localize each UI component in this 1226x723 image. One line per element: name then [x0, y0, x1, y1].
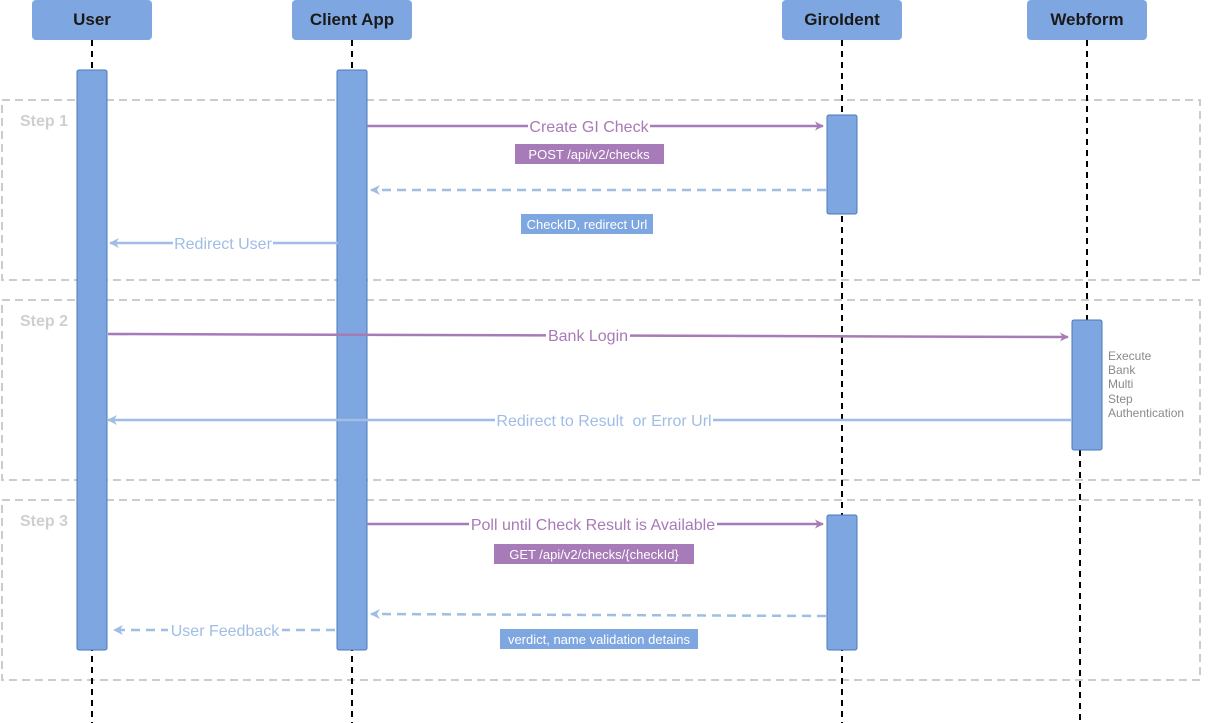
user-activation[interactable] — [76, 69, 108, 651]
note-line-1: Execute — [1108, 349, 1152, 363]
participant-user[interactable] — [32, 0, 152, 40]
step-frames: Step 1 Step 2 Step 3 — [1, 99, 1201, 681]
note-line-2: Bank — [1108, 363, 1136, 377]
messages: Create GI Check POST /api/v2/checks Chec… — [107, 116, 1071, 649]
giroident-activation-1[interactable] — [826, 114, 858, 215]
verdict-return-arrow[interactable] — [370, 609, 827, 620]
note-line-3: Multi — [1108, 377, 1133, 391]
step-1-frame — [1, 99, 1201, 281]
poll-check-label: Poll until Check Result is Available — [471, 517, 715, 534]
redirect-result-label-bg — [495, 410, 713, 430]
participant-client-app[interactable] — [292, 0, 412, 40]
poll-check-label-bg — [469, 514, 717, 534]
checkid-return-tag-bg — [521, 214, 653, 234]
participant-user-label: User — [73, 10, 111, 29]
webform-note: Execute Bank Multi Step Authentication — [1108, 349, 1184, 420]
redirect-user-label-bg — [173, 233, 273, 253]
step-3-label: Step 3 — [20, 513, 68, 530]
step-3-frame — [1, 499, 1201, 681]
create-gi-check-tag: POST /api/v2/checks — [528, 147, 650, 162]
step-2-frame — [1, 299, 1201, 481]
participant-giroident-label: GiroIdent — [804, 10, 880, 29]
redirect-result-label: Redirect to Result or Error Url — [496, 413, 711, 430]
user-feedback-label-bg — [168, 620, 282, 640]
note-line-4: Step — [1108, 392, 1133, 406]
client-app-activation[interactable] — [336, 69, 368, 651]
participant-giroident[interactable] — [782, 0, 902, 40]
create-gi-check-label-bg — [528, 116, 650, 136]
participants: User Client App GiroIdent Webform — [32, 0, 1147, 40]
checkid-return-tag: CheckID, redirect Url — [527, 217, 648, 232]
poll-check-tag-bg — [494, 544, 694, 564]
activations — [76, 69, 1103, 651]
participant-client-app-label: Client App — [310, 10, 394, 29]
create-gi-check-tag-bg — [515, 144, 664, 164]
participant-webform-label: Webform — [1050, 10, 1123, 29]
participant-webform[interactable] — [1027, 0, 1147, 40]
step-2-label: Step 2 — [20, 313, 68, 330]
giroident-activation-2[interactable] — [826, 514, 858, 651]
verdict-return-tag-bg — [500, 629, 698, 649]
webform-activation[interactable] — [1071, 319, 1103, 451]
note-line-5: Authentication — [1108, 406, 1184, 420]
create-gi-check-label: Create GI Check — [529, 119, 649, 136]
bank-login-label-bg — [546, 325, 630, 345]
redirect-user-label: Redirect User — [174, 236, 272, 253]
user-feedback-label: User Feedback — [171, 623, 280, 640]
poll-check-tag: GET /api/v2/checks/{checkId} — [509, 547, 679, 562]
step-1-label: Step 1 — [20, 113, 68, 130]
verdict-return-tag: verdict, name validation detains — [508, 632, 691, 647]
bank-login-label: Bank Login — [548, 328, 628, 345]
